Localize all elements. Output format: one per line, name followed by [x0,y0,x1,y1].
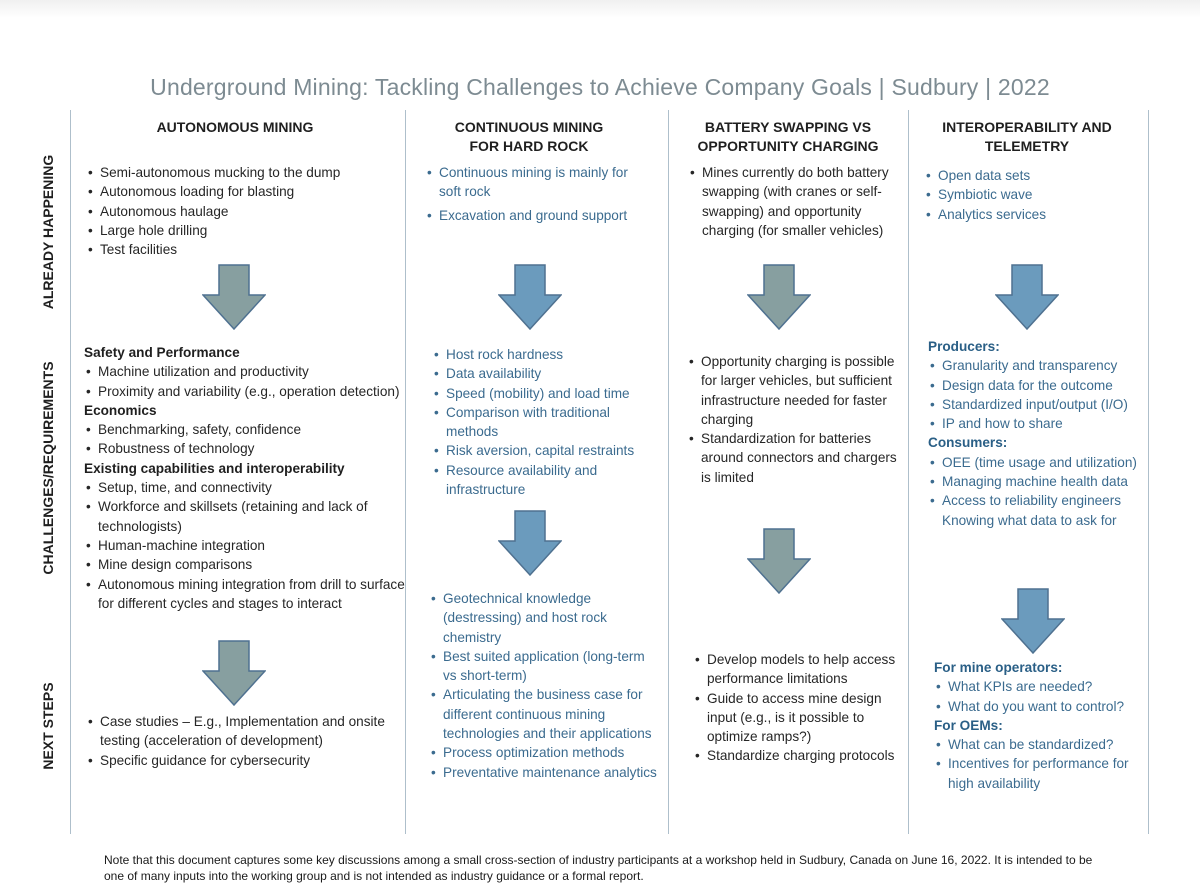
list-item: Process optimization methods [429,743,659,763]
continuous-already-list: Continuous mining is mainly for soft roc… [425,163,650,229]
list-item: Benchmarking, safety, confidence [84,420,406,440]
column-divider [405,110,406,834]
autonomous-already-list: Semi-autonomous mucking to the dump Auto… [86,163,396,260]
section-heading: For mine operators: [934,660,1063,675]
list-item: IP and how to share [928,414,1143,434]
list-item: Large hole drilling [86,221,396,241]
list-item: What can be standardized? [934,735,1144,755]
list-item: Mines currently do both battery swapping… [688,163,898,240]
list-item: Standardized input/output (I/O) [928,395,1143,415]
header-interoperability: INTEROPERABILITY AND TELEMETRY [912,118,1142,156]
list-item: Preventative maintenance analytics [429,763,659,783]
list-item: Symbiotic wave [924,185,1139,205]
list-item: Human-machine integration [84,536,406,556]
list-item: Robustness of technology [84,439,406,459]
header-autonomous-mining: AUTONOMOUS MINING [80,118,390,137]
continuous-challenges-list: Host rock hardness Data availability Spe… [432,345,657,499]
list-item: Continuous mining is mainly for soft roc… [425,163,650,202]
battery-already-list: Mines currently do both battery swapping… [688,163,898,240]
list-item: Excavation and ground support [425,206,650,226]
list-item: What KPIs are needed? [934,677,1144,697]
column-divider [908,110,909,834]
section-heading: For OEMs: [934,717,1003,733]
header-battery-swapping: BATTERY SWAPPING VS OPPORTUNITY CHARGING [675,118,901,156]
continuous-next-list: Geotechnical knowledge (destressing) and… [429,589,659,782]
interop-challenges: Producers: Granularity and transparency … [928,337,1143,530]
list-item: Proximity and variability (e.g., operati… [84,382,406,402]
list-item: Case studies – E.g., Implementation and … [86,712,398,751]
autonomous-next-list: Case studies – E.g., Implementation and … [86,712,398,770]
down-arrow-icon [1001,588,1065,654]
header-continuous-mining: CONTINUOUS MINING FOR HARD ROCK [412,118,646,156]
header-text: AUTONOMOUS MINING [156,119,314,135]
list-item: Risk aversion, capital restraints [432,441,657,461]
down-arrow-icon [747,528,811,594]
header-line: OPPORTUNITY CHARGING [697,138,879,154]
list-item: Test facilities [86,240,396,260]
footnote: Note that this document captures some ke… [104,853,1093,883]
section-heading: Consumers: [928,435,1008,451]
list-item-continuation: Knowing what data to ask for [942,512,1117,528]
list-item: Specific guidance for cybersecurity [86,751,398,771]
list-item: Comparison with traditional methods [432,403,657,442]
list-item: Develop models to help access performanc… [693,650,903,689]
battery-challenges-list: Opportunity charging is possible for lar… [687,352,897,487]
list-item: Autonomous haulage [86,202,396,222]
list-item: Standardization for batteries around con… [687,429,897,487]
list-item: Guide to access mine design input (e.g.,… [693,689,903,747]
section-heading: Producers: [928,339,1000,354]
down-arrow-icon [202,640,266,706]
list-item: Autonomous mining integration from drill… [84,575,406,614]
list-item: Analytics services [924,205,1139,225]
interop-next: For mine operators: What KPIs are needed… [934,658,1144,793]
down-arrow-icon [202,264,266,330]
list-item: Incentives for performance for high avai… [934,754,1144,793]
list-item: Granularity and transparency [928,356,1143,376]
column-divider [70,110,71,834]
column-divider [668,110,669,834]
down-arrow-icon [747,264,811,330]
list-item: OEE (time usage and utilization) [928,453,1143,473]
header-line: CONTINUOUS MINING [454,119,604,135]
down-arrow-icon [498,510,562,576]
header-line: TELEMETRY [984,138,1070,154]
list-item: Mine design comparisons [84,555,406,575]
list-item: What do you want to control? [934,697,1144,717]
list-item: Workforce and skillsets (retaining and l… [84,497,406,536]
list-item: Articulating the business case for diffe… [429,685,659,743]
list-item: Open data sets [924,166,1139,186]
row-label-already-happening: ALREADY HAPPENING [40,154,56,310]
list-item: Machine utilization and productivity [84,362,406,382]
list-item: Speed (mobility) and load time [432,384,657,404]
section-heading: Economics [84,402,157,418]
down-arrow-icon [995,264,1059,330]
down-arrow-icon [498,264,562,330]
list-item: Autonomous loading for blasting [86,182,396,202]
list-item: Managing machine health data [928,472,1143,492]
header-line: INTEROPERABILITY AND [942,119,1112,135]
list-item: Resource availability and infrastructure [432,461,657,500]
list-item: Opportunity charging is possible for lar… [687,352,897,429]
column-divider [1148,110,1149,834]
header-line: BATTERY SWAPPING VS [704,119,872,135]
row-label-next-steps: NEXT STEPS [40,682,56,770]
list-item: Standardize charging protocols [693,746,903,766]
list-item: Setup, time, and connectivity [84,478,406,498]
header-line: FOR HARD ROCK [469,138,589,154]
top-shade [0,0,1200,18]
list-item: Access to reliability engineers [928,491,1143,511]
page-title: Underground Mining: Tackling Challenges … [150,74,1050,100]
list-item: Semi-autonomous mucking to the dump [86,163,396,183]
list-item: Best suited application (long-term vs sh… [429,647,659,686]
list-item: Host rock hardness [432,345,657,365]
list-item: Data availability [432,364,657,384]
autonomous-challenges: Safety and Performance Machine utilizati… [84,343,406,613]
list-item: Geotechnical knowledge (destressing) and… [429,589,659,647]
battery-next-list: Develop models to help access performanc… [693,650,903,766]
section-heading: Safety and Performance [84,345,240,360]
list-item: Design data for the outcome [928,376,1143,396]
row-label-challenges: CHALLENGES/REQUIREMENTS [40,361,56,575]
section-heading: Existing capabilities and interoperabili… [84,460,345,476]
interop-already-list: Open data sets Symbiotic wave Analytics … [924,166,1139,224]
